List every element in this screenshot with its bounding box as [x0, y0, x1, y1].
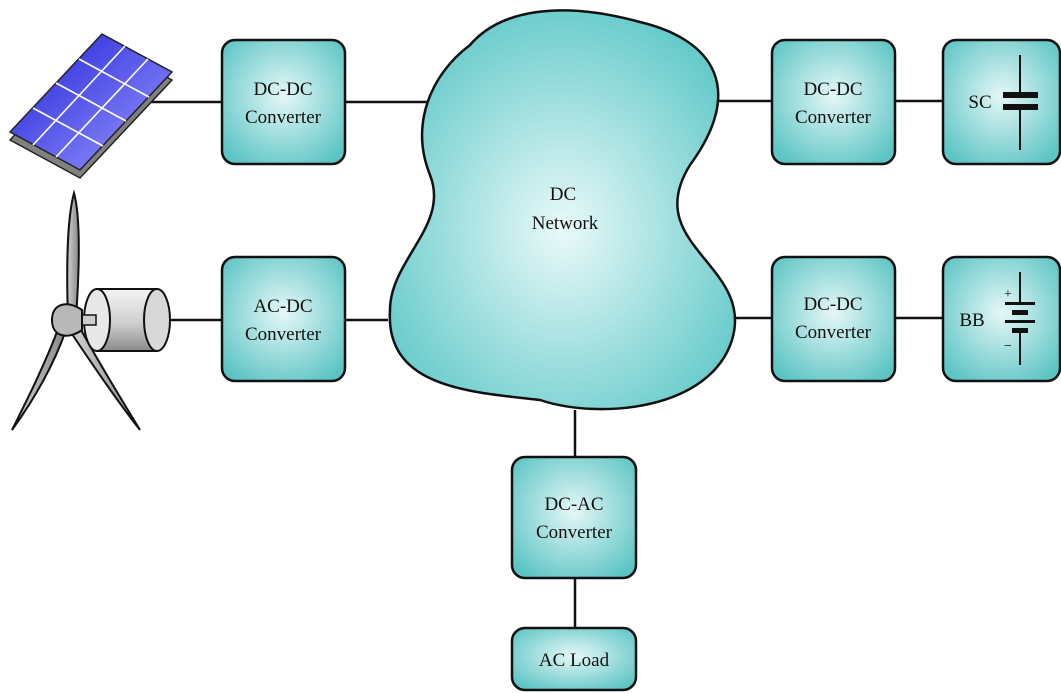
converter-label-line1: DC-DC — [803, 294, 862, 315]
converter-label-line1: DC-DC — [803, 79, 862, 100]
bb-plus-sign: + — [1004, 287, 1012, 302]
wind-turbine-icon — [11, 189, 171, 431]
converter-label-line2: Converter — [245, 324, 322, 345]
dc-dc-converter-bb: DC-DC Converter — [770, 255, 897, 383]
dc-network-cloud — [388, 9, 737, 411]
solar-panel-icon — [8, 33, 174, 179]
dc-dc-converter-sc: DC-DC Converter — [770, 38, 897, 166]
converter-label-line1: AC-DC — [253, 296, 312, 317]
sc-label: SC — [968, 92, 991, 113]
bb-minus-sign: − — [1004, 339, 1012, 354]
battery-bank-box: BB + − — [941, 255, 1061, 383]
converter-label-line1: DC-DC — [253, 79, 312, 100]
ac-load-label: AC Load — [539, 650, 610, 671]
converter-label-line2: Converter — [536, 522, 613, 543]
dc-dc-converter-solar: DC-DC Converter — [220, 38, 347, 166]
capacitor-icon — [1003, 55, 1038, 150]
connection-lines — [150, 99, 943, 628]
network-label-line2: Network — [532, 213, 599, 234]
network-label-line1: DC — [550, 184, 576, 205]
supercapacitor-box: SC — [941, 38, 1061, 166]
converter-label-line2: Converter — [795, 107, 872, 128]
converter-label-line2: Converter — [245, 107, 322, 128]
converter-label-line2: Converter — [795, 322, 872, 343]
ac-dc-converter-wind: AC-DC Converter — [220, 255, 347, 383]
ac-load-box: AC Load — [510, 626, 638, 692]
converter-label-line1: DC-AC — [544, 494, 603, 515]
dc-ac-converter-load: DC-AC Converter — [510, 455, 638, 580]
bb-label: BB — [959, 310, 984, 331]
battery-icon — [1005, 272, 1035, 365]
